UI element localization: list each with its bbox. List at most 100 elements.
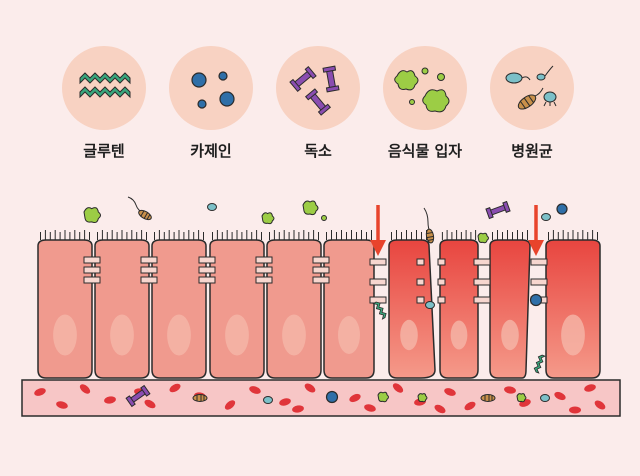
epithelial-cell: [266, 230, 322, 379]
red-blood-cell: [434, 404, 446, 414]
legend-toxin-circle: [276, 46, 360, 130]
gluten-strand: [372, 301, 387, 320]
red-blood-cell: [349, 393, 361, 403]
red-blood-cell: [392, 383, 404, 393]
cell-nucleus: [501, 319, 519, 351]
red-blood-cell: [34, 388, 46, 396]
epithelial-cell: [94, 230, 150, 379]
legend-food-circle: [383, 46, 467, 130]
red-blood-cell: [279, 398, 291, 406]
gluten-strands-icon: [79, 72, 131, 99]
red-blood-cell: [584, 384, 596, 392]
pathogen-microbe: [540, 394, 550, 402]
red-blood-cell: [144, 399, 156, 409]
legend-pathogen-label: 병원균: [511, 142, 553, 160]
epithelial-cell: [37, 230, 93, 379]
pathogen-microbe: [263, 396, 273, 404]
pathogen-bacterium: [480, 394, 496, 402]
epithelial-cell: [388, 230, 436, 379]
legend-gluten: 글루텐: [62, 46, 146, 161]
toxin-molecules-icon: [289, 65, 340, 116]
cell-nucleus: [167, 314, 191, 356]
legend-gluten-circle: [62, 46, 146, 130]
leaky-junction: [416, 258, 446, 304]
red-blood-cell: [444, 388, 456, 396]
casein-particle: [529, 293, 543, 307]
legend-pathogen: 병원균: [490, 46, 574, 161]
tight-junction: [473, 258, 491, 304]
leak-arrow-2: [528, 205, 544, 256]
food-particle: [302, 200, 319, 216]
toxin-molecule: [485, 200, 511, 220]
red-blood-cell: [464, 401, 476, 411]
red-blood-cell: [56, 401, 68, 409]
cell-nucleus: [400, 319, 418, 351]
food-particle: [516, 393, 527, 403]
food-particle: [83, 207, 101, 224]
food-particle: [477, 232, 489, 244]
red-blood-cell: [304, 383, 316, 393]
cell-nucleus: [561, 314, 585, 356]
tight-junction: [83, 256, 101, 284]
legend-toxin-label: 독소: [304, 142, 332, 160]
casein-particle: [325, 390, 339, 404]
particles: [83, 196, 568, 408]
tight-junction: [312, 256, 330, 284]
red-blood-cell: [504, 386, 516, 394]
pathogen-bacterium: [138, 209, 152, 221]
tight-junction: [369, 258, 387, 304]
food-particle: [321, 215, 327, 221]
cell-nucleus: [282, 314, 306, 356]
toxin-molecule: [125, 384, 151, 408]
pathogen-bacterium: [425, 228, 435, 244]
legend-toxin: 독소: [276, 46, 360, 161]
epithelial-cells: [37, 230, 601, 379]
epithelial-cell: [151, 230, 207, 379]
legend-casein-circle: [169, 46, 253, 130]
food-particle: [377, 391, 389, 403]
tight-junction: [255, 256, 273, 284]
tight-junction: [198, 256, 216, 284]
pathogen-bacterium: [192, 394, 208, 402]
red-blood-cell: [79, 384, 91, 394]
tight-junctions: [83, 256, 548, 304]
food-particle: [261, 212, 275, 225]
legend-pathogen-circle: [490, 46, 574, 130]
epithelial-cell: [439, 230, 479, 379]
red-blood-cell: [554, 391, 566, 401]
red-blood-cell: [224, 400, 236, 410]
red-blood-cell: [364, 404, 376, 412]
cell-nucleus: [450, 320, 468, 350]
legend-food-label: 음식물 입자: [387, 142, 463, 160]
legend-gluten-label: 글루텐: [83, 142, 125, 160]
red-blood-cell: [169, 383, 181, 393]
food-particles-icon: [394, 67, 450, 113]
epithelial-cell: [545, 230, 601, 379]
legend-casein-label: 카제인: [190, 142, 232, 160]
legend-casein: 카제인: [169, 46, 253, 161]
cell-nucleus: [225, 314, 249, 356]
gluten-strand: [533, 354, 547, 374]
pathogen-bacteria-icon: [505, 65, 557, 110]
red-blood-cell: [104, 396, 116, 404]
leak-arrow-1: [370, 205, 386, 256]
food-particle: [417, 393, 428, 403]
pathogen-microbe: [541, 213, 551, 221]
red-blood-cell: [594, 400, 606, 410]
epithelial-cell: [209, 230, 265, 379]
red-blood-cell: [249, 386, 261, 394]
red-blood-cell: [292, 405, 304, 413]
epithelial-cell: [489, 230, 531, 379]
pathogen-microbe: [207, 203, 217, 211]
casein-particle: [556, 203, 568, 215]
legend-row: 글루텐 카제인 독소: [0, 0, 640, 170]
leak-arrows: [370, 205, 544, 256]
epithelial-cell: [323, 230, 375, 379]
casein-particles-icon: [191, 71, 235, 109]
cell-nucleus: [338, 316, 360, 354]
tight-junction: [140, 256, 158, 284]
cell-nucleus: [110, 314, 134, 356]
pathogen-microbe: [425, 301, 435, 309]
red-blood-cell: [569, 406, 581, 414]
